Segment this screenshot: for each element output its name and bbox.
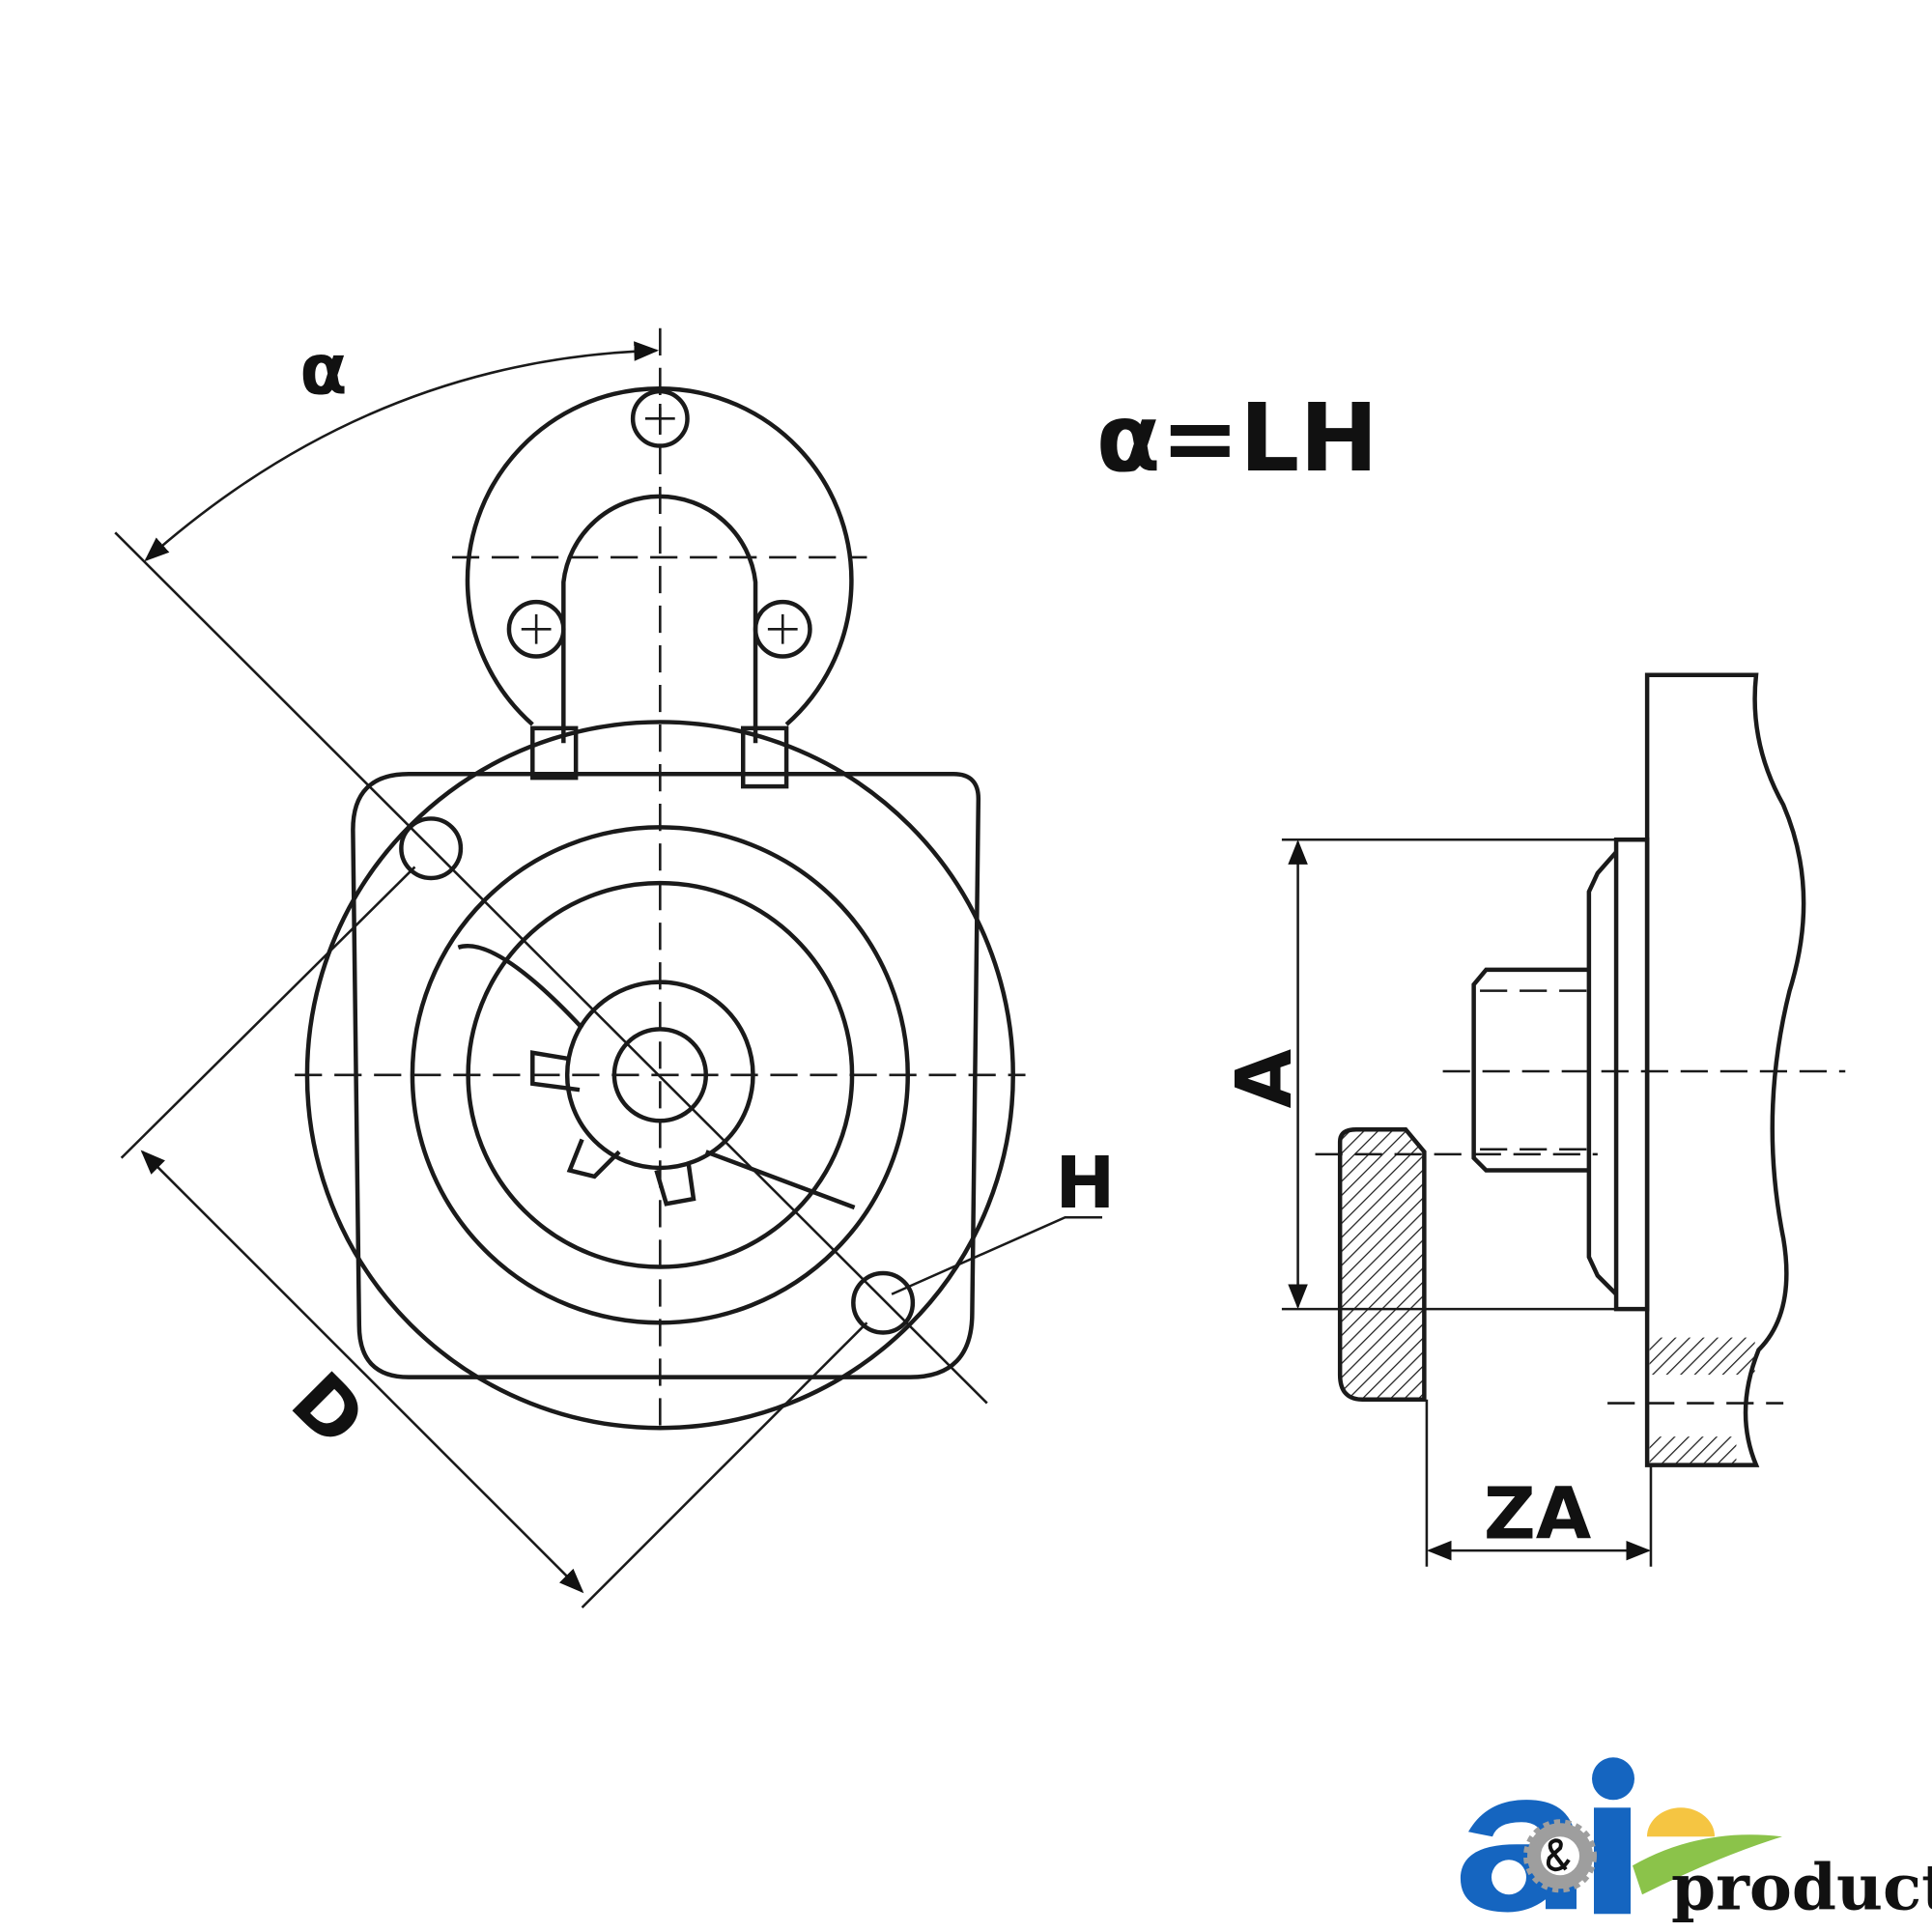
side-view	[1281, 672, 1846, 1567]
front-view	[114, 327, 1103, 1609]
screw-icon	[753, 599, 812, 659]
screw-icon	[506, 599, 566, 659]
d-label: D	[274, 1355, 383, 1463]
mounting-hole	[851, 1270, 916, 1335]
alpha-formula: α=LH	[1096, 384, 1378, 493]
ai-products-logo: products	[1460, 1757, 1932, 1924]
a-label: A	[1219, 1048, 1309, 1108]
ring-gear-section	[1337, 1126, 1427, 1402]
logo-i-dot	[1591, 1757, 1634, 1801]
h-label: H	[1055, 1141, 1115, 1225]
ampersand-shape	[1546, 1838, 1571, 1872]
alpha-label: α	[299, 329, 347, 411]
mounting-hole	[399, 816, 464, 881]
za-label: ZA	[1484, 1471, 1592, 1555]
logo-word: products	[1671, 1849, 1932, 1924]
